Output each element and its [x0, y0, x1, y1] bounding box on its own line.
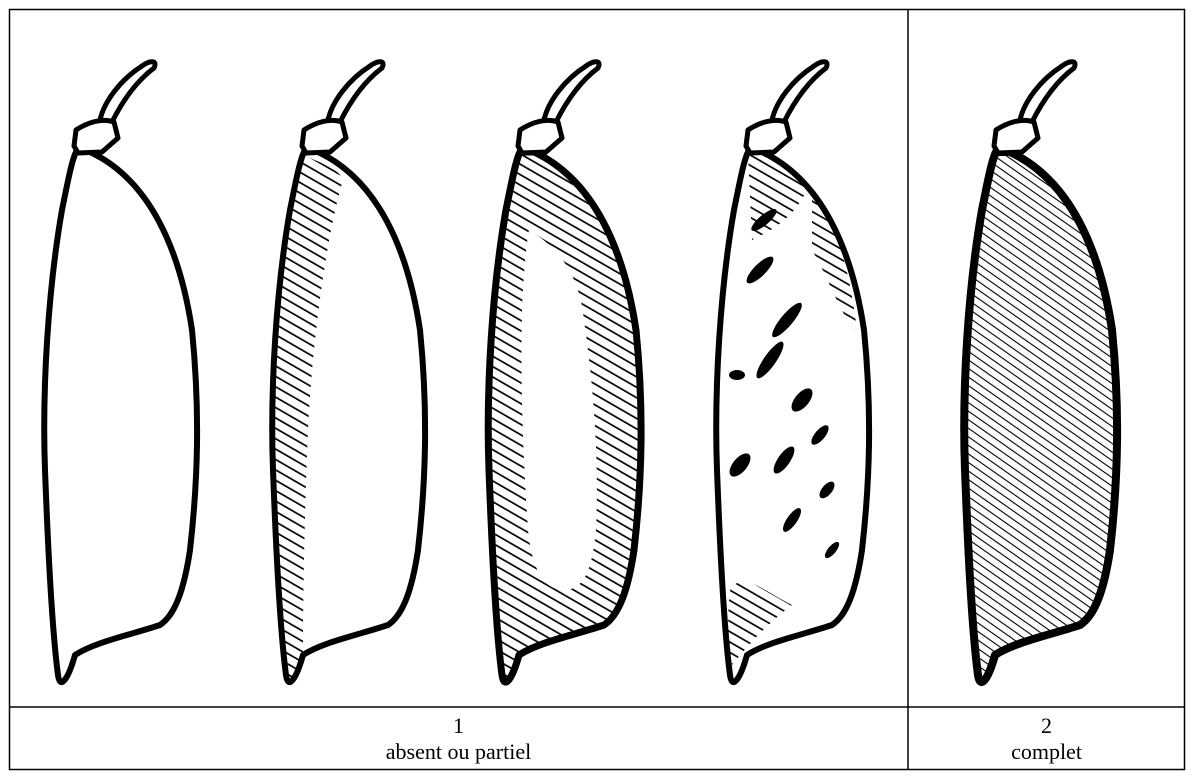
pod-1-unpigmented	[44, 62, 197, 682]
column-2-number: 2	[909, 713, 1184, 739]
column-1-caption: 1 absent ou partiel	[10, 713, 907, 765]
pod-2-edge-pigmented	[272, 62, 425, 682]
pod-4-mottled	[716, 62, 869, 682]
column-1-number: 1	[10, 713, 907, 739]
column-1-label: absent ou partiel	[10, 739, 907, 765]
column-2-label: complet	[909, 739, 1184, 765]
pod-3-rim-pigmented	[488, 62, 641, 682]
column-2-caption: 2 complet	[909, 713, 1184, 765]
pod-5-fully-pigmented	[964, 62, 1117, 682]
